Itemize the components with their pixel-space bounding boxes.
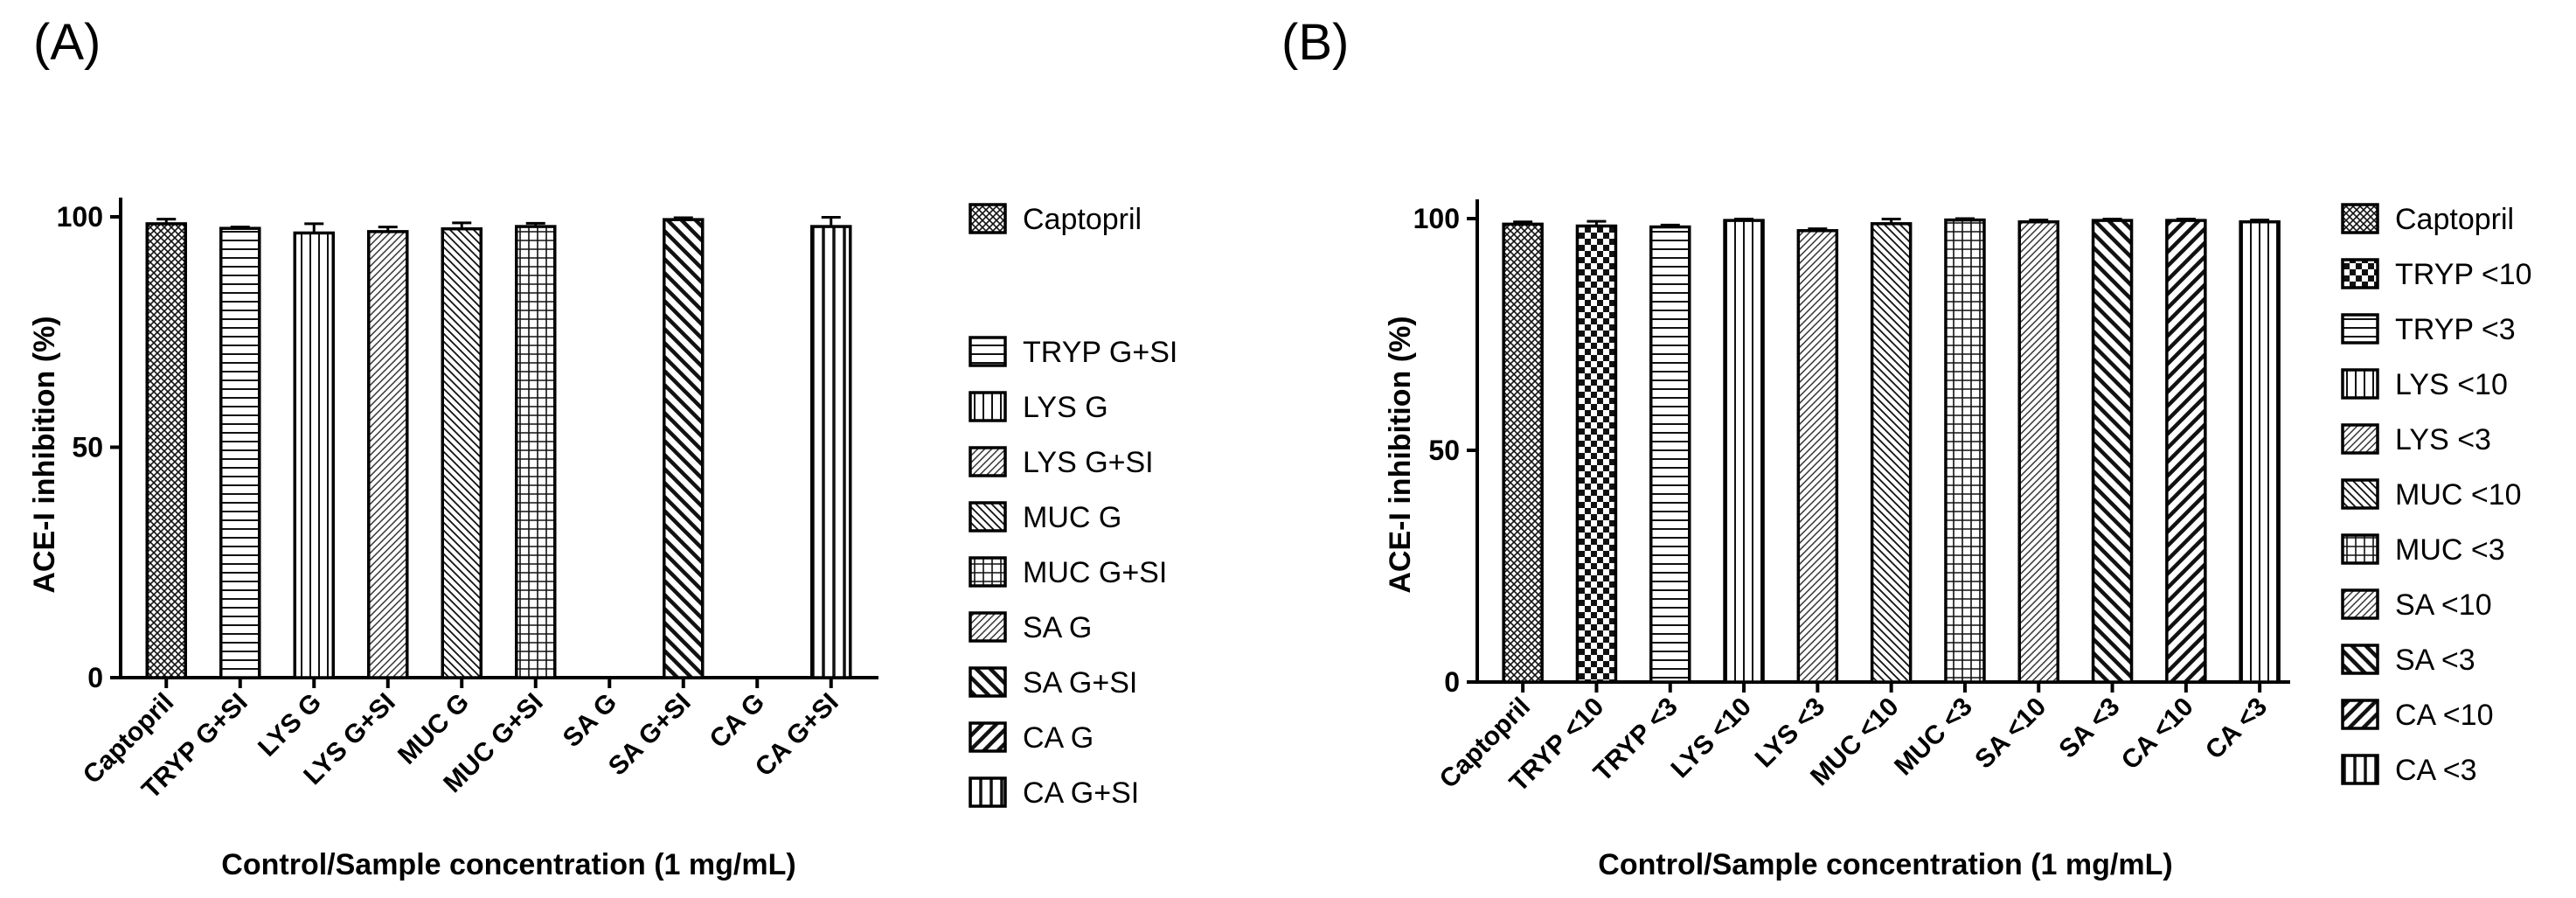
bar-ca-g-si <box>810 225 852 679</box>
legend-swatch-muc-g <box>969 501 1007 533</box>
y-axis-title: ACE-I inhibition (%) <box>1384 316 1417 593</box>
y-tick-label: 0 <box>87 662 103 693</box>
legend-label: MUC G+SI <box>1023 556 1167 589</box>
legend-label: LYS G <box>1023 391 1108 424</box>
legend-label: Captopril <box>2395 203 2514 236</box>
legend-swatch-muc-g-si <box>969 556 1007 588</box>
legend-swatch-lys-10 <box>2341 368 2379 400</box>
legend-label: Captopril <box>1023 203 1142 236</box>
category-label: SA G <box>558 688 622 753</box>
bars <box>145 216 852 679</box>
legend-swatch-ca-g-si <box>969 776 1007 808</box>
bar-lys-10 <box>1723 219 1765 684</box>
bar-tryp-3 <box>1649 225 1691 684</box>
category-label: SA <10 <box>1969 693 2052 775</box>
legend-label: CA G <box>1023 721 1094 755</box>
bar-muc-g-si <box>515 225 557 679</box>
y-tick-label: 100 <box>1413 203 1460 234</box>
category-label: LYS <10 <box>1665 693 1757 784</box>
bar-lys-g <box>293 231 335 679</box>
legend-swatch-lys-g <box>969 391 1007 422</box>
x-axis-title: Control/Sample concentration (1 mg/mL) <box>1598 848 2172 881</box>
bar-captopril <box>145 222 187 679</box>
axes: 0 50 100 <box>1413 199 2290 698</box>
legend-label: SA G <box>1023 611 1092 644</box>
panel-a: (A) ACE-I inhibition (%) Control/Sample … <box>28 14 1177 881</box>
legend-label: SA <10 <box>2395 588 2492 622</box>
legend-swatch-muc-10 <box>2341 478 2379 510</box>
bar-lys-3 <box>1796 229 1839 684</box>
legend-label: TRYP <10 <box>2395 258 2532 291</box>
category-label: CA G <box>705 688 771 755</box>
legend-swatch-tryp-g-si <box>969 336 1007 367</box>
bar-muc-10 <box>1870 222 1913 684</box>
category-label: CA <10 <box>2116 693 2199 776</box>
bar-sa-3 <box>2091 219 2134 684</box>
legend-swatch-lys-g-si <box>969 446 1007 477</box>
legend-swatch-ca-10 <box>2341 699 2379 730</box>
legend-swatch-ca-g <box>969 721 1007 753</box>
x-axis-title: Control/Sample concentration (1 mg/mL) <box>221 848 795 881</box>
category-label: LYS G <box>253 688 327 762</box>
legend-label: SA <3 <box>2395 644 2475 677</box>
legend-swatch-sa-g <box>969 611 1007 643</box>
legend-label: MUC <10 <box>2395 478 2522 512</box>
y-tick-label: 50 <box>72 432 103 463</box>
legend-label: LYS <3 <box>2395 423 2491 456</box>
legend-swatch-captopril <box>2341 203 2379 234</box>
legend-label: TRYP <3 <box>2395 313 2516 346</box>
y-tick-label: 0 <box>1444 666 1460 698</box>
y-axis-title: ACE-I inhibition (%) <box>28 316 61 593</box>
legend-label: MUC G <box>1023 501 1121 534</box>
legend-swatch-muc-3 <box>2341 533 2379 565</box>
bar-tryp-10 <box>1575 224 1618 684</box>
bar-ca-10 <box>2165 219 2207 684</box>
legend-swatch-sa-10 <box>2341 588 2379 620</box>
legend-label: LYS G+SI <box>1023 446 1154 479</box>
legend-label: CA <3 <box>2395 754 2477 787</box>
legend-label: MUC <3 <box>2395 533 2505 567</box>
category-label: MUC <3 <box>1889 693 1978 782</box>
legend-label: CA <10 <box>2395 699 2493 732</box>
category-label: SA G+SI <box>603 688 697 782</box>
bar-muc-g <box>441 226 483 679</box>
legend-swatch-sa-g-si <box>969 666 1007 698</box>
bar-muc-3 <box>1944 218 1986 684</box>
legend-label: LYS <10 <box>2395 368 2508 401</box>
legend-swatch-ca-3 <box>2341 754 2379 785</box>
panel-label: (B) <box>1281 14 1349 71</box>
panel-b: (B) ACE-I inhibition (%) Control/Sample … <box>1281 14 2532 881</box>
legend-label: CA G+SI <box>1023 776 1139 810</box>
bar-tryp-g-si <box>219 226 261 679</box>
legend-swatch-captopril <box>969 203 1007 234</box>
legend-swatch-sa-3 <box>2341 644 2379 675</box>
y-tick-label: 50 <box>1428 435 1460 466</box>
y-tick-label: 100 <box>57 201 103 233</box>
legend-label: SA G+SI <box>1023 666 1137 700</box>
bar-sa-10 <box>2017 219 2059 684</box>
panel-label: (A) <box>33 14 101 71</box>
category-label: SA <3 <box>2053 693 2125 764</box>
bar-ca-3 <box>2239 219 2281 684</box>
category-label: CA <3 <box>2200 693 2273 765</box>
bars <box>1502 217 2281 684</box>
legend-label: TRYP G+SI <box>1023 336 1177 369</box>
bar-captopril <box>1502 222 1544 684</box>
legend-swatch-tryp-10 <box>2341 258 2379 289</box>
legend-swatch-lys-3 <box>2341 423 2379 455</box>
legend-swatch-tryp-3 <box>2341 313 2379 345</box>
bar-lys-g-si <box>367 230 409 679</box>
bar-sa-g-si <box>663 218 705 679</box>
